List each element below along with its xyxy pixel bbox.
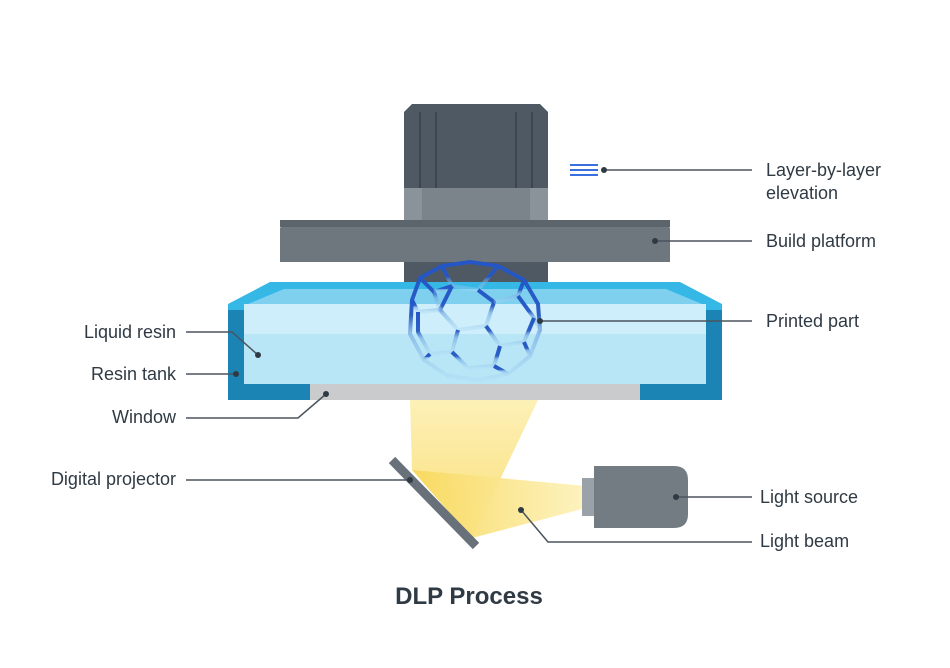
printed-part: [408, 260, 542, 382]
tank-window: [310, 384, 640, 400]
light-source: [582, 466, 688, 528]
label-layer-line-2: elevation: [766, 183, 839, 203]
build-platform: [280, 220, 670, 262]
label-light-source: Light source: [760, 487, 859, 507]
label-light-beam: Light beam: [760, 531, 850, 551]
label-layer-line-1: Layer-by-layer: [766, 160, 882, 180]
resin-tank: [228, 282, 722, 400]
layer-lines-icon: [570, 164, 598, 176]
label-liquid-resin: Liquid resin: [83, 322, 176, 342]
diagram-title: DLP Process: [395, 583, 543, 610]
label-printed-part: Printed part: [766, 311, 860, 331]
label-layer-by-layer-elevation: Layer-by-layer elevation: [766, 159, 881, 205]
label-resin-tank: Resin tank: [90, 364, 176, 384]
label-window: Window: [111, 407, 176, 427]
digital-projector: [388, 456, 480, 550]
label-build-platform: Build platform: [766, 231, 877, 251]
leader-lines: [186, 167, 752, 543]
light-beam: [410, 400, 586, 538]
label-digital-projector: Digital projector: [50, 469, 176, 489]
